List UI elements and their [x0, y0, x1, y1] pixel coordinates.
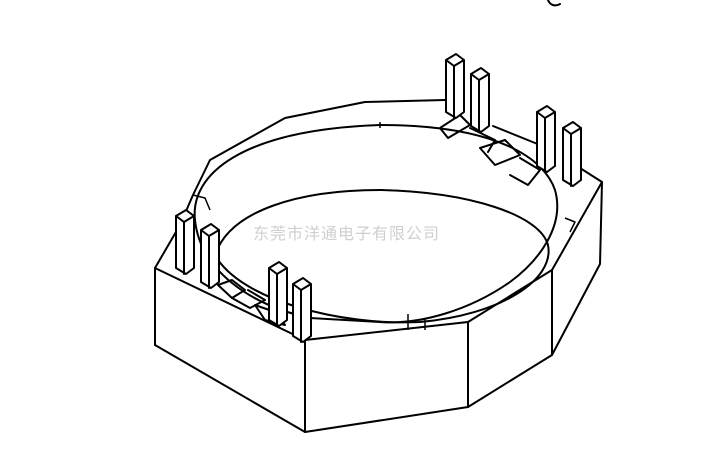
- terminal-pin: [200, 223, 220, 289]
- terminal-pin: [562, 121, 582, 187]
- front-terminal-pins: [175, 209, 312, 343]
- terminal-pin: [292, 277, 312, 343]
- terminal-pin: [536, 105, 556, 173]
- terminal-pin: [175, 209, 195, 275]
- rear-terminal-pins: [445, 53, 582, 187]
- terminal-pin: [268, 261, 288, 327]
- cropped-mark: [547, 0, 561, 7]
- terminal-pin: [445, 53, 465, 119]
- base-outer-walls: [154, 181, 603, 433]
- company-watermark: 东莞市洋通电子有限公司: [253, 224, 441, 243]
- terminal-pin: [470, 67, 490, 133]
